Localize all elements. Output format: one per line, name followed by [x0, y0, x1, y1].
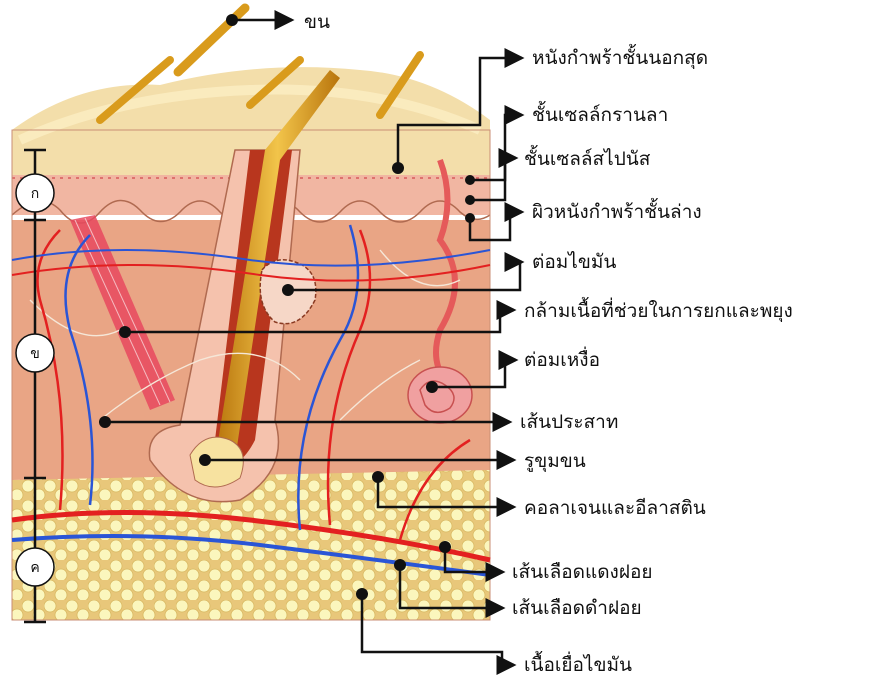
label-granular-layer: ชั้นเซลล์กรานลา [532, 101, 668, 126]
label-collagen-elastin: คอลาเจนและอีลาสติน [524, 497, 706, 519]
layer-letter-dermis: ข [30, 346, 40, 362]
label-nerve: เส้นประสาท [520, 411, 618, 433]
label-arteriole: เส้นเลือดแดงฝอย [512, 561, 653, 583]
label-spinous-layer: ชั้นเซลล์สไปนัส [524, 145, 651, 170]
label-hair: ขน [304, 11, 330, 33]
label-arrector-pili-muscle: กล้ามเนื้อที่ช่วยในการยกและพยุง [524, 297, 793, 323]
layer-letter-subcutis: ค [30, 560, 39, 576]
label-outermost-epidermis: หนังกำพร้าชั้นนอกสุด [532, 44, 708, 70]
label-venule: เส้นเลือดดำฝอย [512, 597, 642, 619]
label-lower-epidermis: ผิวหนังกำพร้าชั้นล่าง [532, 198, 702, 223]
label-hair-follicle: รูขุมขน [524, 450, 586, 473]
label-fat-tissue: เนื้อเยื่อไขมัน [524, 651, 632, 676]
layer-letter-epidermis: ก [31, 186, 39, 202]
label-sweat-gland: ต่อมเหงื่อ [524, 346, 600, 371]
label-sebaceous-gland: ต่อมไขมัน [532, 251, 616, 273]
hair-bulb [190, 437, 243, 487]
